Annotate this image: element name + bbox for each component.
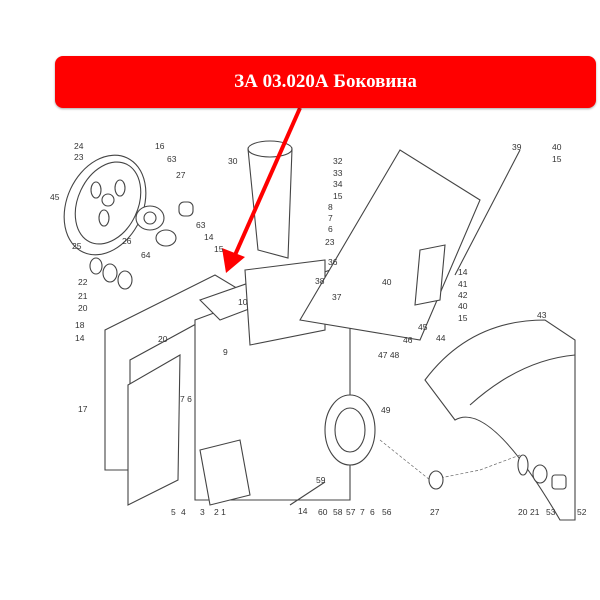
part-label: 10: [238, 297, 248, 307]
part-label: 17: [78, 404, 88, 414]
part-label: 45: [418, 322, 428, 332]
part-label: 8: [328, 202, 333, 212]
pointer-arrow: [222, 107, 302, 273]
banner-title: ЗА 03.020А Боковина: [234, 71, 417, 92]
part-label: 15: [458, 313, 468, 323]
part-label: 21: [530, 507, 540, 517]
part-label: 7: [328, 213, 333, 223]
rod-39: [454, 149, 521, 276]
part-label: 20: [78, 303, 88, 313]
part-labels: 24 23 16 63 27 30 45 25 26 64 63 14 15 2…: [50, 141, 587, 517]
part-label: 24: [74, 141, 84, 151]
part-label: 20: [158, 334, 168, 344]
title-banner: ЗА 03.020А Боковина: [55, 56, 596, 108]
chute-bracket: [414, 244, 446, 306]
part-label: 23: [325, 237, 335, 247]
part-label: 6: [370, 507, 375, 517]
part-label: 18: [75, 320, 85, 330]
part-label: 21: [78, 291, 88, 301]
part-label: 22: [78, 277, 88, 287]
part-label: 41: [458, 279, 468, 289]
part-label: 7 6: [180, 394, 192, 404]
part-label: 14: [75, 333, 85, 343]
hub-parts: [89, 201, 194, 290]
part-label: 63: [196, 220, 206, 230]
part-label: 20: [518, 507, 528, 517]
part-label: 7: [360, 507, 365, 517]
part-label: 59: [316, 475, 326, 485]
part-label: 40: [458, 301, 468, 311]
part-label: 60: [318, 507, 328, 517]
pin-60: [289, 481, 326, 506]
hopper: [247, 140, 293, 259]
part-label: 25: [72, 241, 82, 251]
part-label: 15: [333, 191, 343, 201]
plate-36: [244, 259, 326, 346]
part-label: 36: [328, 257, 338, 267]
part-label: 38: [315, 276, 325, 286]
part-label: 37: [332, 292, 342, 302]
part-label: 63: [167, 154, 177, 164]
seal-20: [517, 454, 529, 476]
part-label: 58: [333, 507, 343, 517]
part-label: 26: [122, 236, 132, 246]
part-label: 23: [74, 152, 84, 162]
side-panel-20: [104, 274, 241, 471]
part-label: 39: [512, 142, 522, 152]
part-label: 16: [155, 141, 165, 151]
part-label: 64: [141, 250, 151, 260]
part-label: 9: [223, 347, 228, 357]
part-label: 6: [328, 224, 333, 234]
part-label: 4: [181, 507, 186, 517]
part-label: 14: [458, 267, 468, 277]
part-label: 15: [552, 154, 562, 164]
part-label: 40: [382, 277, 392, 287]
part-label: 34: [333, 179, 343, 189]
part-label: 57: [346, 507, 356, 517]
part-label: 40: [552, 142, 562, 152]
cap-53: [551, 474, 567, 490]
part-label: 49: [381, 405, 391, 415]
cover-plate: [127, 354, 181, 506]
part-label: 2 1: [214, 507, 226, 517]
part-label: 14: [298, 506, 308, 516]
base-plate: [199, 439, 251, 506]
washer-21: [532, 464, 548, 484]
part-label: 46: [403, 335, 413, 345]
part-label: 43: [537, 310, 547, 320]
part-label: 56: [382, 507, 392, 517]
part-label: 53: [546, 507, 556, 517]
fender-43: [424, 319, 576, 521]
part-label: 42: [458, 290, 468, 300]
part-label: 30: [228, 156, 238, 166]
part-label: 45: [50, 192, 60, 202]
part-label: 27: [176, 170, 186, 180]
part-label: 52: [577, 507, 587, 517]
part-label: 33: [333, 168, 343, 178]
part-label: 15: [214, 244, 224, 254]
part-label: 5: [171, 507, 176, 517]
part-label: 3: [200, 507, 205, 517]
drum-49: [324, 394, 376, 466]
part-label: 14: [204, 232, 214, 242]
part-label: 32: [333, 156, 343, 166]
part-label: 27: [430, 507, 440, 517]
part-label: 44: [436, 333, 446, 343]
bushing-27: [428, 470, 444, 490]
part-label: 47 48: [378, 350, 400, 360]
